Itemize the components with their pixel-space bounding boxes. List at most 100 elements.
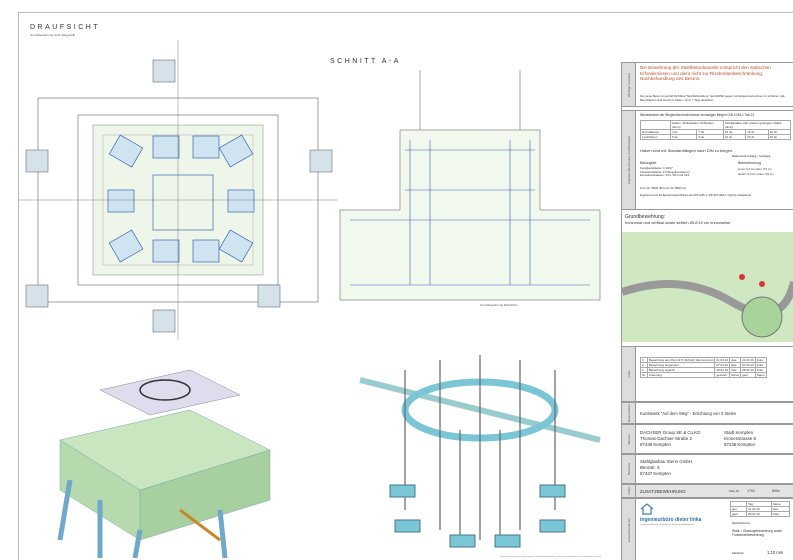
- cover-line: innen: 5,0 cm oben: 5,0 cm: [738, 167, 772, 171]
- cell: 07.03.16: [740, 362, 756, 368]
- title-block: Wichtige Hinweise Die Bewehrung der Stah…: [621, 62, 793, 560]
- notice-red-text: Die Bewehrung der Stahlbetonbauteile ent…: [640, 65, 771, 81]
- cell: Name: [729, 372, 742, 378]
- scale-label: Maßstab: [732, 551, 744, 555]
- hook-note2: Mattenstoß einlagig / zweilagig: [732, 154, 771, 158]
- cell: gepr.: [729, 511, 748, 517]
- contractor-side-label: Baufirma: [626, 462, 631, 476]
- plan-title-row: Inhalt ZUSATZBEWEHRUNG Plan-Nr. 1702 600…: [622, 484, 793, 498]
- cell: 5 ds: [669, 134, 698, 140]
- sig-label: Maßstab/Format: [732, 522, 750, 525]
- section-note: Grundbewehrung Ø12/10cm: [480, 303, 518, 307]
- cell: 28.02.16: [740, 367, 756, 373]
- index-side-label: Index: [626, 370, 631, 378]
- section-title: SCHNITT A-A: [330, 58, 401, 65]
- cell: 07.03.16: [714, 362, 731, 368]
- client-line: Thomas-Dachser-Straße 2: [640, 436, 692, 441]
- cell: 28.02.16: [714, 367, 731, 373]
- 3d-foundation-view: [57, 369, 271, 558]
- contractor-line: Stahlglasbau Stenn GmbH: [640, 459, 692, 464]
- client-line: Kronenstrasse 8: [724, 436, 756, 441]
- scale-value: 1:10 mm: [767, 550, 784, 555]
- site-map: [622, 232, 793, 342]
- client-side-label: Bauherr: [626, 433, 631, 445]
- norm-note: Ergänzend sind die Bewehrungsrichtlinien…: [640, 194, 751, 197]
- cell: gezeich.: [714, 372, 731, 378]
- cell: Name: [754, 372, 767, 378]
- cell: 21.03.16: [714, 357, 731, 363]
- cell: 9 ds: [696, 134, 724, 140]
- rebar-side-label: Angaben Bewehrung und Betongüte: [626, 135, 631, 185]
- notice-section: Wichtige Hinweise Die Bewehrung der Stah…: [622, 62, 793, 107]
- drawing-sheet: [18, 12, 793, 560]
- grade-label: Betongüte: [640, 161, 657, 165]
- office-subtitle: Tragwerksplanung | Bauphysik | Sachverst…: [640, 524, 694, 526]
- grade-line: Expositionsklassen: XC4, XD1 und XF4: [640, 173, 690, 178]
- plan-subtitle: Grundbewehrung nicht dargestellt: [30, 33, 76, 37]
- contractor-line: 87437 Kempten: [640, 471, 672, 476]
- author-side-label: Entwurfsverfasser: [626, 517, 631, 542]
- grade-line: Festigkeitsklasse: C 30/37: [640, 166, 673, 170]
- author-section: Entwurfsverfasser ingenieurbüro dieter l…: [622, 498, 793, 560]
- cell: 28.02.16: [746, 511, 772, 517]
- cell: Nr.: [640, 372, 648, 378]
- cell: gepr.: [740, 372, 756, 378]
- client-line: 87435 Kempten: [724, 442, 756, 447]
- notice-side-label: Wichtige Hinweise: [626, 72, 631, 97]
- cell: 13 ds: [722, 134, 747, 140]
- rebar-title: Mindestwerte der Biegerollendurchmesser …: [640, 113, 755, 117]
- cell: 20 ds: [745, 134, 769, 140]
- project-side-label: Bauvorhaben: [626, 404, 631, 422]
- plan-name: ZUSATZBEWEHRUNG: [640, 489, 686, 494]
- office-name: ingenieurbüro dieter linka: [640, 517, 702, 523]
- plan-size: 600x: [772, 489, 780, 493]
- grund-text: horizontal und vertikal sowie seitlich Ø…: [625, 220, 731, 225]
- bending-table: Haken, Winkelhaken Schlaufen (dmin)Schrä…: [640, 120, 792, 140]
- plan-no: 1702: [747, 489, 755, 493]
- footer-note: Diese Zeichnung ist geistiges Eigentum d…: [500, 556, 602, 558]
- cell: Bewehrung aus Plan Nr.8 (Schnitt) überno…: [646, 357, 716, 363]
- plan-side-label: Inhalt: [626, 487, 631, 495]
- notice-small-text: Der junge Beton ist gemäß Richtlinie "Na…: [640, 94, 785, 102]
- plan-view-drawing: [18, 40, 338, 340]
- plan-title: DRAUFSICHT: [30, 24, 101, 31]
- cover-label: Betondeckung: [738, 161, 761, 165]
- cell: linka: [770, 511, 791, 517]
- section-drawing: [339, 70, 601, 301]
- rebar-section: Angaben Bewehrung und Betongüte Mindestw…: [622, 110, 793, 210]
- hook-note: Haken sind mit Standardlängen nach DIN z…: [640, 148, 734, 153]
- 3d-rebar-cage-view: [359, 355, 601, 548]
- plan-no-label: Plan-Nr.: [729, 489, 740, 493]
- header-hooks: Haken, Winkelhaken Schlaufen (dmin): [670, 120, 724, 130]
- client-line: Stadt Kempten: [724, 430, 754, 435]
- project-section: Bauvorhaben Kunstwerk "Auf dem Weg" - Er…: [622, 402, 793, 424]
- client-line: 87439 Kempten: [640, 442, 672, 447]
- cell: Änderung: [646, 372, 716, 378]
- cell: 26 ds: [767, 134, 792, 140]
- house-logo-icon: [640, 503, 654, 515]
- cell: Leichtbeton: [640, 134, 671, 140]
- header-bent: Schrägstäbe oder andere gebogene Stäbe (…: [722, 120, 792, 130]
- grade-line: Konsistenzklasse: F3 (Regelkonsistenz): [640, 169, 690, 174]
- client-line: DACHSER Group SE & Co.KG: [640, 430, 701, 435]
- project-name: Kunstwerk "Auf dem Weg" - Errichtung von…: [640, 411, 737, 416]
- contractor-line: Benzstr. 5: [640, 465, 660, 470]
- cover-line: außen: 5,0 cm unten: 5,0 cm: [738, 172, 774, 176]
- grund-title: Grundbewehrung:: [625, 214, 666, 220]
- steel-grade: Form Nr. B500 (B) Form Nr. B500 (A): [640, 186, 687, 190]
- plan-description: Stahl- / Glasvogelbewehrung sowie Fundam…: [732, 529, 782, 537]
